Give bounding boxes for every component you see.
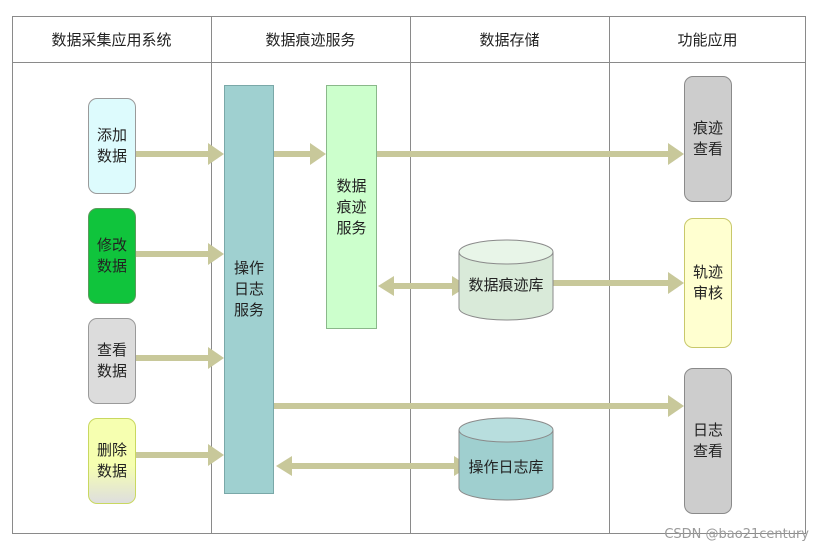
log-db-label: 操作日志库	[468, 457, 544, 476]
source-modify-data: 修改数据	[88, 208, 136, 304]
app-trace-view: 痕迹查看	[684, 76, 732, 202]
column-divider	[211, 16, 212, 534]
operation-log-service-label: 操作日志服务	[234, 259, 265, 319]
source-add-data: 添加数据	[88, 98, 136, 194]
app-trace-audit-label: 轨迹审核	[693, 263, 724, 302]
operation-log-service: 操作日志服务	[224, 85, 274, 494]
app-trace-audit: 轨迹审核	[684, 218, 732, 348]
log-db-cylinder	[458, 417, 554, 501]
header-divider	[12, 62, 806, 63]
source-add-data-label: 添加数据	[97, 126, 128, 165]
diagram-frame	[12, 16, 806, 534]
source-view-data: 查看数据	[88, 318, 136, 404]
app-log-view-label: 日志查看	[693, 421, 724, 460]
source-view-data-label: 查看数据	[97, 341, 128, 380]
trace-db-label: 数据痕迹库	[468, 275, 544, 294]
source-delete-data-label: 删除数据	[97, 441, 128, 480]
arrow-group	[136, 143, 684, 476]
source-delete-data: 删除数据	[88, 418, 136, 504]
data-trace-service-label: 数据痕迹服务	[336, 176, 367, 237]
trace-db-cylinder	[458, 239, 554, 321]
app-trace-view-label: 痕迹查看	[693, 119, 724, 158]
data-trace-service: 数据痕迹服务	[326, 85, 377, 329]
column-header-storage: 数据存储	[479, 31, 540, 49]
app-log-view: 日志查看	[684, 368, 732, 514]
source-modify-data-label: 修改数据	[97, 236, 128, 275]
column-divider	[410, 16, 411, 534]
column-divider	[609, 16, 610, 534]
column-header-trace-service: 数据痕迹服务	[265, 31, 356, 49]
column-header-collection: 数据采集应用系统	[51, 31, 172, 49]
column-header-applications: 功能应用	[677, 31, 738, 49]
watermark: CSDN @bao21century	[664, 527, 809, 542]
